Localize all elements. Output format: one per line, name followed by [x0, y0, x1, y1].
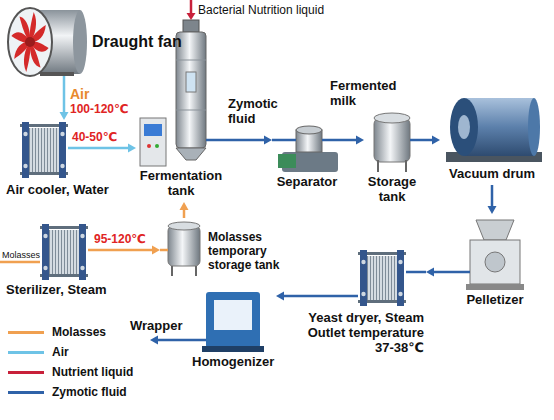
equipment-label: Pelletizer — [452, 292, 538, 307]
fan-icon — [8, 8, 87, 76]
annotation-label: Molasses — [2, 250, 40, 261]
legend-row: Air — [8, 342, 133, 362]
flow-connector — [342, 136, 364, 145]
arrowhead — [356, 136, 364, 145]
arrowhead — [264, 136, 272, 145]
equipment-label: Homogenizer — [192, 354, 274, 369]
equipment-node: Vacuum drum — [440, 90, 544, 185]
pipe-stubs — [0, 0, 470, 340]
connector-line — [226, 139, 265, 142]
yeast-dryer-icon — [358, 250, 406, 306]
nutrient-arrowhead — [187, 13, 196, 20]
flow-connector — [488, 185, 497, 214]
pelletizer-icon — [466, 220, 524, 290]
flow-connector — [132, 246, 160, 255]
connector-line — [132, 249, 153, 252]
equipment-node: Storage tank — [364, 112, 420, 208]
molasses-tank-icon — [168, 222, 200, 276]
annotation-label: Wrapper — [130, 318, 183, 333]
legend-row: Nutrient liquid — [8, 362, 133, 382]
legend-swatch — [8, 371, 44, 374]
legend-row: Zymotic fluid — [8, 382, 133, 402]
equipment-label: Yeast dryer, Steam — [298, 310, 424, 325]
equipment-label: Outlet temperature 37-38℃ — [298, 325, 424, 355]
connector-line — [433, 271, 450, 274]
flow-connector — [118, 144, 136, 153]
equipment-node: Homogenizer — [190, 288, 276, 373]
arrowhead — [276, 292, 284, 301]
connector-line — [183, 209, 186, 218]
annotation-label: 100-120℃ — [70, 102, 129, 116]
edge-label: Zymotic fluid — [228, 96, 282, 126]
connector-line — [118, 147, 129, 150]
equipment-label: Sterilizer, Steam — [6, 282, 130, 297]
annotation-label: Bacterial Nutrition liquid — [198, 3, 324, 17]
equipment-node: Fermentation tank — [136, 18, 226, 202]
equipment-node: Yeast dryer, SteamOutlet temperature 37-… — [296, 248, 426, 359]
air-cooler-icon — [20, 122, 68, 178]
flow-connector — [276, 292, 296, 301]
equipment-node: Draught fan — [2, 2, 194, 86]
edge-label: Fermented milk — [330, 78, 404, 108]
legend-text: Zymotic fluid — [52, 385, 127, 399]
equipment-node: Pelletizer — [450, 214, 540, 311]
arrowhead — [432, 136, 440, 145]
arrowhead — [426, 268, 434, 277]
flow-connector — [420, 136, 440, 145]
connector-line — [342, 139, 357, 142]
annotation-label: 40-50℃ — [72, 130, 117, 144]
legend-swatch — [8, 391, 44, 394]
legend-text: Nutrient liquid — [52, 365, 133, 379]
legend: MolassesAirNutrient liquidZymotic fluid — [8, 322, 133, 402]
legend-row: Molasses — [8, 322, 133, 342]
connector-line — [491, 185, 494, 207]
arrowhead — [128, 144, 136, 153]
wrapper-arrowhead — [150, 336, 158, 345]
equipment-label: Fermentation tank — [138, 168, 224, 198]
edge-label: Air — [70, 86, 89, 103]
equipment-node: Separator — [272, 128, 342, 193]
legend-swatch — [8, 331, 44, 334]
arrowhead — [488, 206, 497, 214]
flow-connector — [180, 202, 189, 218]
legend-text: Air — [52, 345, 69, 359]
sterilizer-icon — [40, 224, 88, 280]
equipment-label: Draught fan — [92, 32, 192, 51]
equipment-label: Air cooler, Water — [6, 182, 116, 197]
flow-connector — [226, 136, 272, 145]
storage-tank-icon — [374, 113, 410, 172]
connector-line — [283, 295, 296, 298]
legend-swatch — [8, 351, 44, 354]
homogenizer-icon — [202, 292, 264, 352]
equipment-label: Vacuum drum — [442, 166, 542, 181]
connector-line — [420, 139, 433, 142]
arrowhead — [152, 246, 160, 255]
arrowhead — [180, 202, 189, 210]
separator-icon — [278, 126, 338, 172]
legend-text: Molasses — [52, 325, 106, 339]
equipment-label: Storage tank — [366, 174, 418, 204]
equipment-label: Molasses temporary storage tank — [208, 230, 290, 272]
flow-connector — [426, 268, 450, 277]
vacuum-drum-icon — [446, 98, 542, 162]
flow-connector — [60, 86, 69, 120]
arrowhead — [60, 112, 69, 120]
equipment-label: Separator — [274, 174, 340, 189]
annotation-label: 95-120℃ — [94, 232, 146, 246]
equipment-node: Molasses temporary storage tank — [160, 218, 292, 276]
connector-line — [63, 86, 66, 113]
